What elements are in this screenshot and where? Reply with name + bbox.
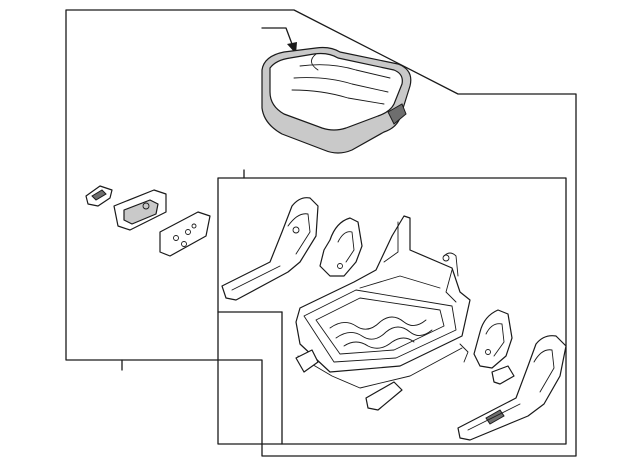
seat-frame-assembly <box>295 215 471 411</box>
mounting-plate <box>159 211 211 257</box>
seat-cushion <box>261 46 412 154</box>
small-clip <box>85 185 113 207</box>
right-outer-trim-panel <box>457 335 567 441</box>
knob-bracket <box>113 189 167 231</box>
left-outer-trim-panel <box>221 197 319 301</box>
inner-group-outline <box>217 177 567 445</box>
cushion-arrow <box>261 27 297 54</box>
outer-group-outline <box>65 9 577 457</box>
right-inner-cover <box>473 309 513 369</box>
right-small-clip <box>491 365 515 385</box>
left-inner-cover <box>319 217 363 277</box>
